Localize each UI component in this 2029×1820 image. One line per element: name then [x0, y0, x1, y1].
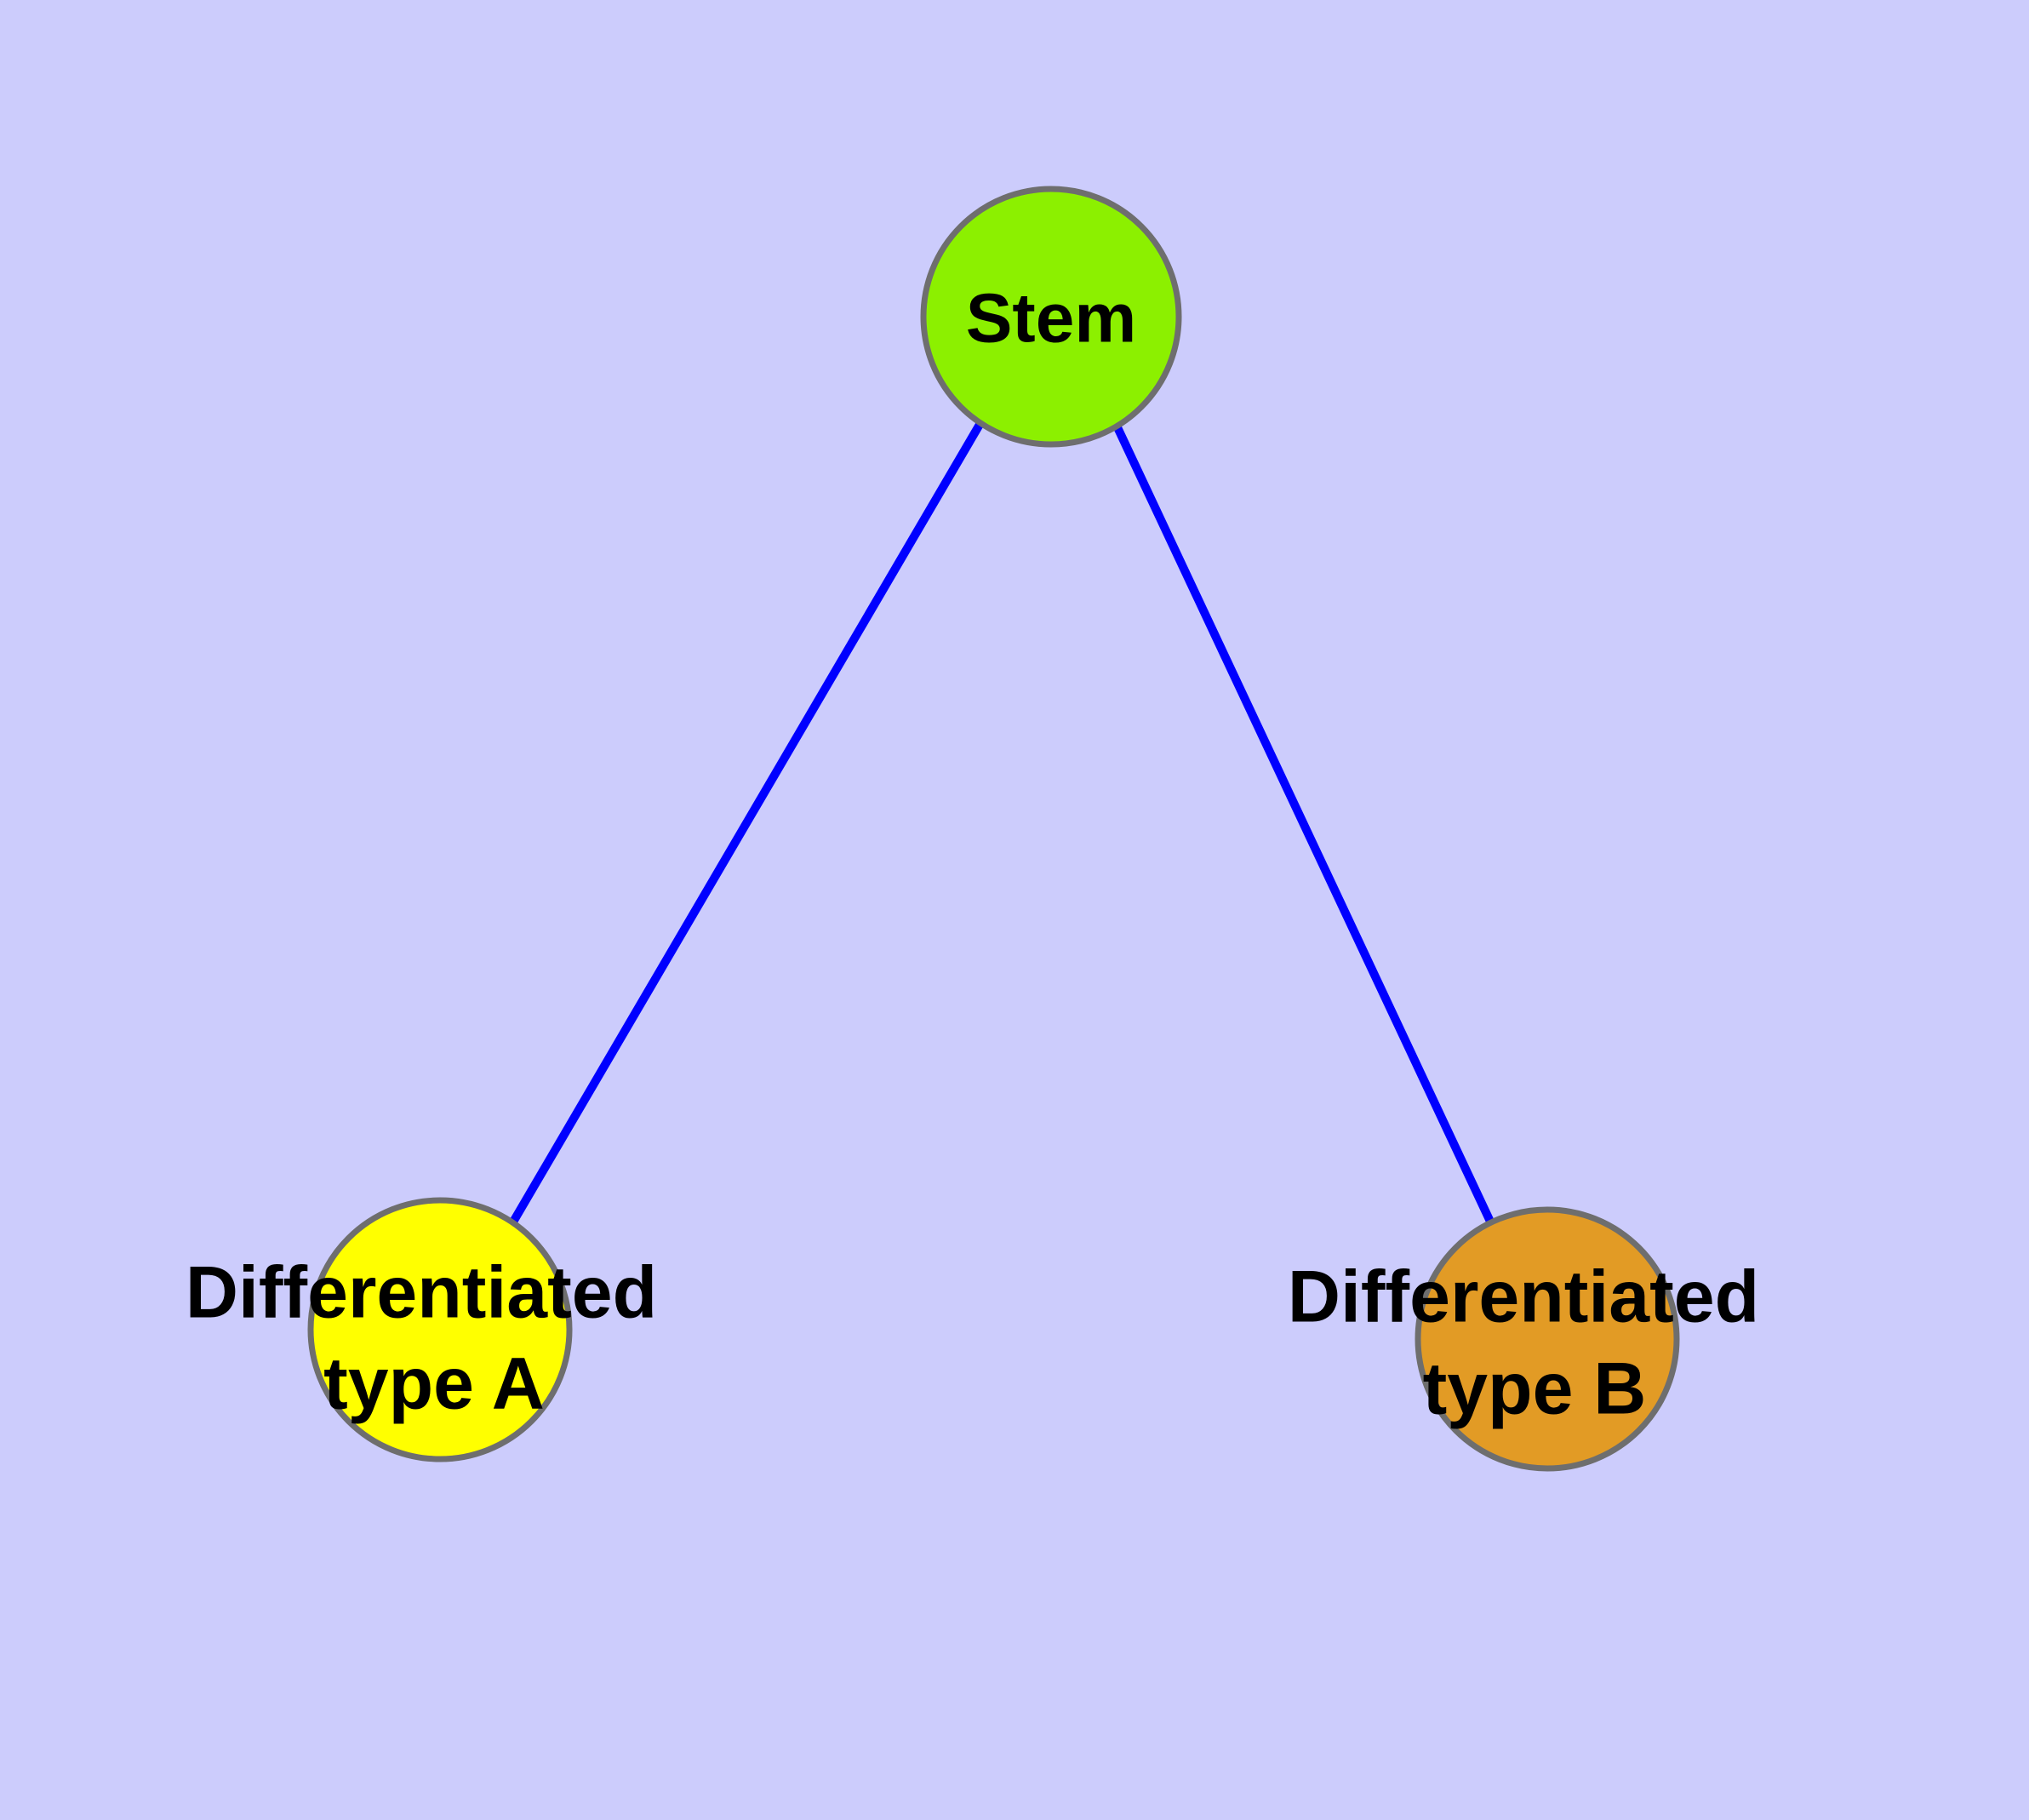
node-differentiated-type-a[interactable]	[307, 1197, 573, 1462]
node-label-differentiated-type-a-line1: Differentiated	[186, 1252, 657, 1334]
node-circle-stem[interactable]	[920, 186, 1182, 448]
node-circle-differentiated-type-b[interactable]	[1415, 1206, 1680, 1472]
node-label-differentiated-type-b-line2: type B	[1423, 1348, 1647, 1430]
node-label-differentiated-type-b-line1: Differentiated	[1288, 1256, 1759, 1338]
node-label-group-differentiated-type-b: Differentiated type B	[1288, 1256, 1759, 1430]
node-circle-differentiated-type-a[interactable]	[307, 1197, 573, 1462]
node-differentiated-type-b[interactable]	[1415, 1206, 1680, 1472]
node-label-stem: Stem	[966, 280, 1137, 358]
node-stem[interactable]: Stem	[920, 186, 1182, 448]
node-label-group-differentiated-type-a: Differentiated type A	[186, 1252, 657, 1425]
edge-stem-to-differentiated-b	[1112, 423, 1495, 1226]
node-label-differentiated-type-a-line2: type A	[323, 1343, 545, 1425]
edge-stem-to-differentiated-a	[508, 421, 985, 1226]
